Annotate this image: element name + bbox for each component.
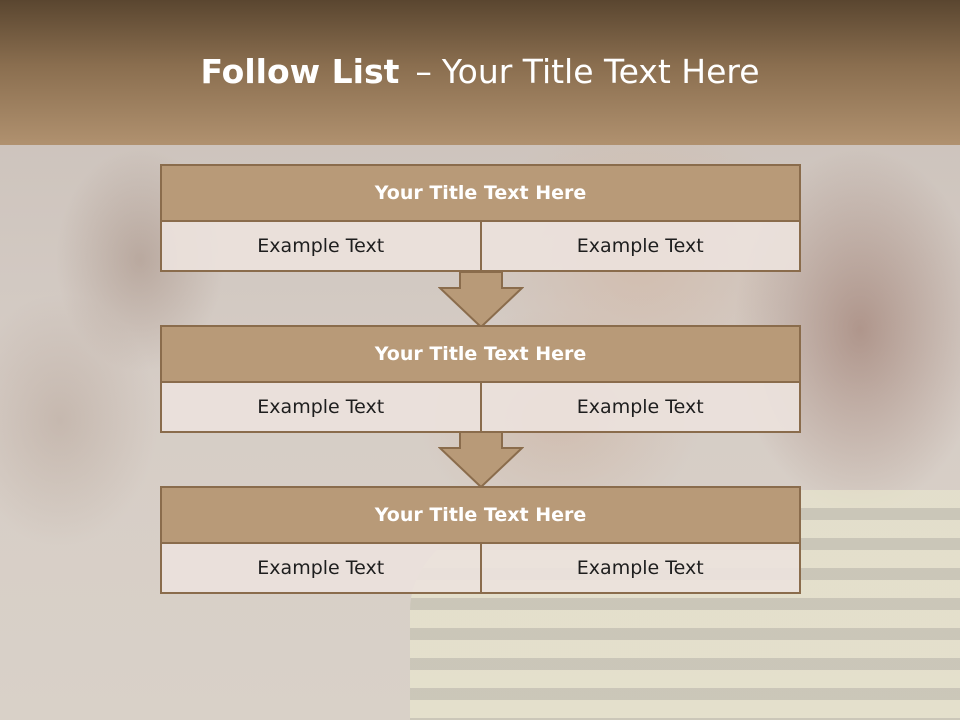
step-title-3: Your Title Text Here [160, 486, 801, 544]
step-row-3: Example Text Example Text [160, 544, 801, 594]
step-cell-right-3: Example Text [479, 544, 800, 592]
down-arrow-icon [438, 431, 524, 489]
step-cell-right-1: Example Text [479, 222, 800, 270]
step-box-3: Your Title Text Here Example Text Exampl… [160, 486, 801, 594]
down-arrow-icon [438, 271, 524, 329]
step-cell-left-1: Example Text [257, 235, 385, 257]
slide-title-dash: – [415, 52, 432, 91]
step-title-2: Your Title Text Here [160, 325, 801, 383]
slide-title: Follow List–Your Title Text Here [0, 52, 960, 91]
slide-title-bold: Follow List [200, 52, 400, 91]
slide-title-rest: Your Title Text Here [441, 52, 760, 91]
step-row-1: Example Text Example Text [160, 222, 801, 272]
step-cell-left-3: Example Text [257, 557, 385, 579]
step-row-2: Example Text Example Text [160, 383, 801, 433]
step-cell-left-2: Example Text [257, 396, 385, 418]
title-banner: Follow List–Your Title Text Here [0, 0, 960, 145]
step-box-2: Your Title Text Here Example Text Exampl… [160, 325, 801, 433]
step-box-1: Your Title Text Here Example Text Exampl… [160, 164, 801, 272]
step-title-1: Your Title Text Here [160, 164, 801, 222]
step-cell-right-2: Example Text [479, 383, 800, 431]
